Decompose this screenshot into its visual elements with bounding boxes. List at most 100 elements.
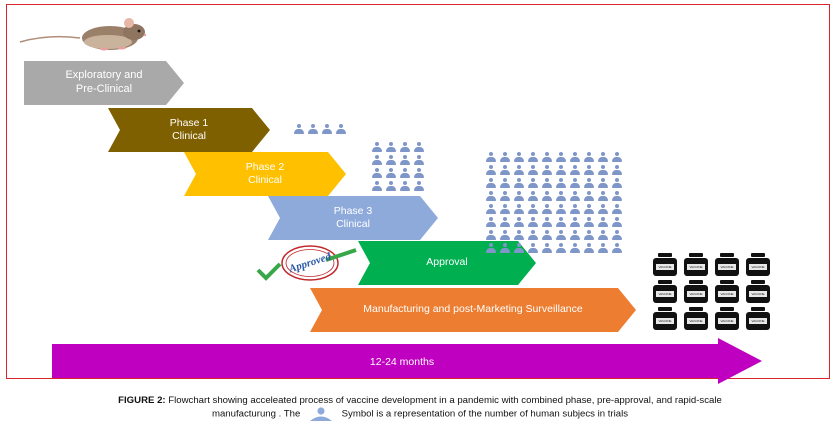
person-icon — [542, 217, 552, 227]
person-icon — [570, 217, 580, 227]
person-icon — [514, 178, 524, 188]
person-icon — [414, 155, 424, 165]
vaccine-vial-label: VACCINE — [656, 264, 674, 270]
vaccine-vial-label: VACCINE — [749, 264, 767, 270]
person-icon — [528, 230, 538, 240]
person-icon — [528, 243, 538, 253]
person-icon — [486, 217, 496, 227]
person-icon — [528, 152, 538, 162]
figure-frame — [6, 4, 830, 379]
person-icon — [322, 124, 332, 134]
person-icon — [542, 191, 552, 201]
person-icon — [584, 152, 594, 162]
person-icon — [612, 178, 622, 188]
person-icon — [598, 165, 608, 175]
person-icon — [556, 152, 566, 162]
stage-phase1-label: Phase 1 Clinical — [169, 116, 209, 142]
person-icon — [386, 168, 396, 178]
person-icon — [542, 230, 552, 240]
stage-phase3-arrow: Phase 3 Clinical — [268, 196, 438, 240]
person-icon — [542, 178, 552, 188]
person-icon — [528, 191, 538, 201]
vaccine-vial-label: VACCINE — [687, 318, 705, 324]
person-icon — [514, 152, 524, 162]
person-icon — [584, 165, 594, 175]
stage-phase3-label: Phase 3 Clinical — [333, 204, 373, 230]
person-icon — [570, 230, 580, 240]
person-icon — [400, 181, 410, 191]
person-icon — [528, 217, 538, 227]
person-icon — [598, 152, 608, 162]
person-icon — [556, 230, 566, 240]
vaccine-vial-label: VACCINE — [656, 318, 674, 324]
vaccine-vial-label: VACCINE — [718, 318, 736, 324]
caption-line2-a: manufacturung . The — [211, 409, 301, 420]
person-icon — [500, 243, 510, 253]
person-icon — [556, 165, 566, 175]
approved-stamp-text: Approved — [287, 250, 333, 275]
person-icon — [542, 243, 552, 253]
person-icon — [570, 165, 580, 175]
person-icon — [570, 191, 580, 201]
mouse-illustration — [19, 18, 147, 51]
person-icon — [336, 124, 346, 134]
person-icon — [528, 165, 538, 175]
person-icon — [500, 152, 510, 162]
person-icon — [584, 178, 594, 188]
person-icon — [542, 152, 552, 162]
person-icon — [612, 152, 622, 162]
person-icon — [500, 230, 510, 240]
person-icon — [556, 204, 566, 214]
caption-line2-b: Symbol is a representation of the number… — [341, 409, 629, 420]
vaccine-vial-label: VACCINE — [718, 264, 736, 270]
person-icon — [612, 191, 622, 201]
vaccine-vials: VACCINE VACCINE VACCINE VACCINE VACCINE VACCI… — [652, 253, 771, 330]
vaccine-vial-icon: VACCINE — [652, 253, 678, 276]
person-icon — [294, 124, 304, 134]
vaccine-vial-label: VACCINE — [687, 291, 705, 297]
vaccine-vial-label: VACCINE — [718, 291, 736, 297]
person-icon — [400, 155, 410, 165]
person-icon — [514, 243, 524, 253]
vaccine-vial-label: VACCINE — [749, 318, 767, 324]
approved-stamp-icon: Approved — [256, 245, 357, 281]
person-icon — [598, 191, 608, 201]
vaccine-vial-icon: VACCINE — [745, 253, 771, 276]
caption-line1: Flowchart showing acceleated process of … — [168, 395, 722, 406]
vaccine-vial-icon: VACCINE — [714, 253, 740, 276]
person-icon — [598, 217, 608, 227]
person-icon — [486, 204, 496, 214]
person-icon — [570, 204, 580, 214]
person-icon — [386, 142, 396, 152]
person-icon — [486, 152, 496, 162]
person-icon — [528, 178, 538, 188]
figure-caption: FIGURE 2: Flowchart showing acceleated p… — [20, 395, 820, 422]
stage-exploratory-label: Exploratory and Pre-Clinical — [65, 69, 143, 95]
vaccine-vial-icon: VACCINE — [683, 253, 709, 276]
person-icon — [486, 243, 496, 253]
person-icon — [414, 168, 424, 178]
person-icon — [570, 243, 580, 253]
person-icon — [372, 142, 382, 152]
person-icon — [598, 178, 608, 188]
person-icon — [612, 204, 622, 214]
person-icon — [500, 165, 510, 175]
person-icon — [556, 243, 566, 253]
person-icon — [598, 204, 608, 214]
person-icon — [309, 407, 332, 422]
stage-exploratory-arrow: Exploratory and Pre-Clinical — [24, 61, 184, 105]
phase3-participants — [486, 152, 622, 253]
stage-manufacturing-arrow: Manufacturing and post-Marketing Surveil… — [310, 288, 636, 332]
person-icon — [612, 230, 622, 240]
person-icon — [570, 178, 580, 188]
person-icon — [500, 191, 510, 201]
person-icon — [514, 230, 524, 240]
stage-phase1-arrow: Phase 1 Clinical — [108, 108, 270, 152]
person-icon — [414, 181, 424, 191]
stage-phase2-label: Phase 2 Clinical — [245, 160, 285, 186]
person-icon — [542, 204, 552, 214]
vaccine-vial-icon: VACCINE — [683, 307, 709, 330]
vaccine-vial-icon: VACCINE — [745, 307, 771, 330]
person-icon — [514, 204, 524, 214]
person-icon — [500, 217, 510, 227]
